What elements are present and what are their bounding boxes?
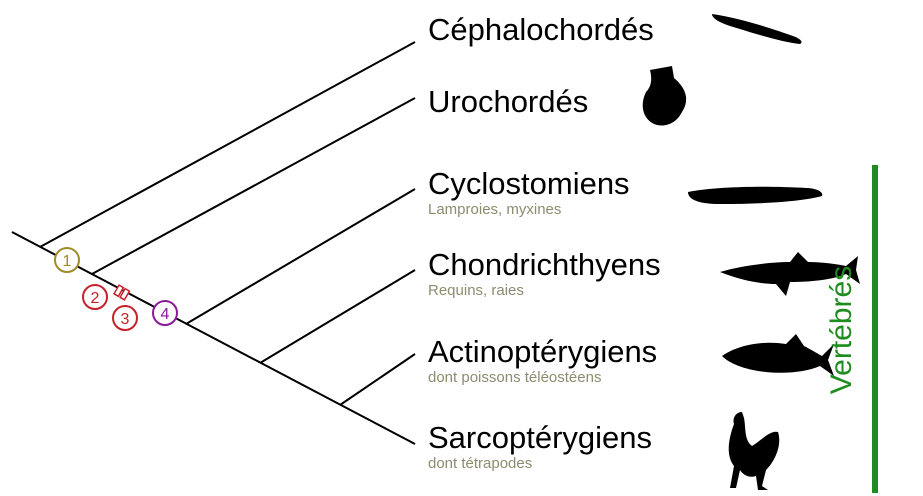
marker-2: 2 — [83, 285, 107, 309]
taxon-cyclostomiens: Cyclostomiens Lamproies, myxines — [428, 168, 630, 217]
branch-actinopterygiens — [340, 354, 415, 405]
lancelet-silhouette-icon — [712, 14, 802, 44]
taxon-name: Urochordés — [428, 86, 588, 117]
taxon-subtitle: dont poissons téléostéens — [428, 370, 657, 385]
branch-cyclostomiens — [186, 189, 415, 324]
marker-2-label: 2 — [91, 290, 100, 307]
marker-3: 3 — [113, 306, 137, 330]
taxon-subtitle: Requins, raies — [428, 283, 661, 298]
taxon-name: Sarcoptérygiens — [428, 422, 652, 453]
chicken-silhouette-icon — [729, 412, 780, 490]
taxon-subtitle: dont tétrapodes — [428, 456, 652, 471]
branch-cephalochordes — [40, 42, 415, 247]
sea-squirt-silhouette-icon — [643, 66, 686, 126]
lamprey-silhouette-icon — [688, 187, 822, 204]
marker-1: 1 — [55, 248, 79, 272]
taxon-name: Chondrichthyens — [428, 249, 661, 280]
marker-1-label: 1 — [63, 253, 72, 270]
marker-4: 4 — [153, 301, 177, 325]
marker-4-label: 4 — [161, 306, 170, 323]
taxon-name: Cyclostomiens — [428, 168, 630, 199]
taxon-chondrichthyens: Chondrichthyens Requins, raies — [428, 249, 661, 298]
taxon-name: Actinoptérygiens — [428, 336, 657, 367]
vertebres-label: Vertébrés — [825, 266, 859, 394]
taxon-sarcopterygiens: Sarcoptérygiens dont tétrapodes — [428, 422, 652, 471]
branch-chondrichthyens — [260, 270, 415, 363]
vertebres-bracket — [872, 165, 878, 493]
fish-silhouette-icon — [722, 334, 834, 376]
branch-urochordes — [92, 98, 415, 274]
taxon-name: Céphalochordés — [428, 14, 654, 45]
taxon-cephalochordes: Céphalochordés — [428, 14, 654, 45]
taxon-urochordes: Urochordés — [428, 86, 588, 117]
taxon-subtitle: Lamproies, myxines — [428, 202, 630, 217]
taxon-actinopterygiens: Actinoptérygiens dont poissons téléostée… — [428, 336, 657, 385]
marker-3-label: 3 — [121, 311, 130, 328]
